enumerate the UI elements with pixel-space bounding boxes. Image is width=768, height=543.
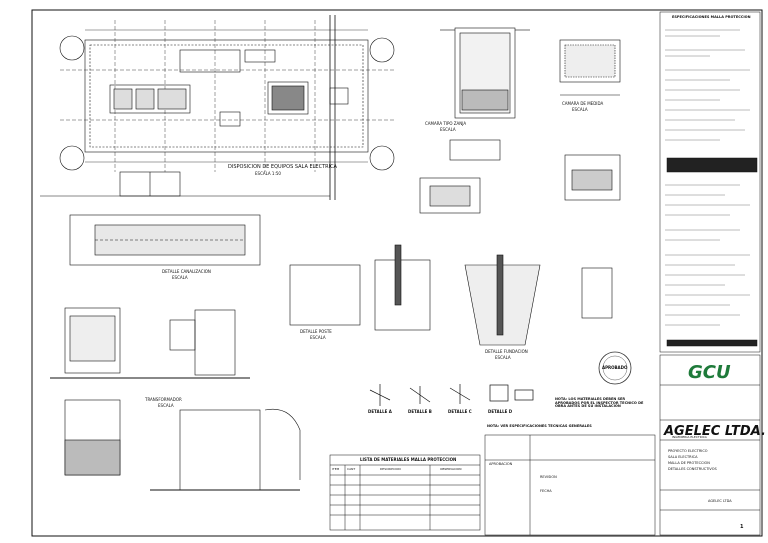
notes-block: NOTA: LOS MATERIALES DEBEN SER APROBADOS… bbox=[555, 397, 644, 408]
approval-stamp bbox=[598, 351, 632, 385]
elevation-sub: ESCALA bbox=[158, 403, 174, 408]
revision-label: REVISION bbox=[540, 475, 557, 479]
project-line-1: PROYECTO ELECTRICO bbox=[668, 449, 708, 453]
ground-box-sub: ESCALA bbox=[572, 107, 588, 112]
notes-grid bbox=[484, 434, 656, 536]
detail-a-label: DETALLE A bbox=[368, 409, 392, 414]
detail-c-label: DETALLE C bbox=[448, 409, 472, 414]
client-logo: GCU bbox=[688, 362, 731, 383]
ground-box-plan bbox=[559, 39, 621, 96]
pole-detail-label: DETALLE POSTE bbox=[300, 329, 332, 334]
company-sub: INGENIERIA ELECTRICA bbox=[672, 435, 707, 439]
cable-trench-sub: ESCALA bbox=[172, 275, 188, 280]
ground-box-label: CAMARA DE MEDIDA bbox=[562, 101, 604, 106]
pole-details bbox=[289, 244, 613, 346]
footing-sub: ESCALA bbox=[495, 355, 511, 360]
equipment-elevations bbox=[50, 307, 301, 491]
sheet-code: AGELEC LTDA bbox=[708, 499, 732, 503]
hardware-details bbox=[369, 384, 534, 406]
pit-section-sub: ESCALA bbox=[440, 127, 456, 132]
materials-header-obs: OBSERVACION bbox=[440, 467, 462, 471]
project-line-3: MALLA DE PROTECCION bbox=[668, 461, 710, 465]
date-label: FECHA bbox=[540, 489, 552, 493]
stamp-text: APROBADO bbox=[602, 365, 628, 370]
project-line-2: SALA ELECTRICA bbox=[668, 455, 698, 459]
main-floor-plan bbox=[40, 15, 395, 200]
notes-block-2: NOTA: VER ESPECIFICACIONES TECNICAS GENE… bbox=[487, 424, 592, 428]
note-lines bbox=[665, 29, 750, 326]
box-sections bbox=[419, 139, 621, 214]
approvals-label: APROBACION bbox=[489, 462, 513, 466]
title-block bbox=[659, 354, 761, 536]
pole-detail-sub: ESCALA bbox=[310, 335, 326, 340]
cable-trench-detail bbox=[69, 214, 261, 266]
cable-trench-label: DETALLE CANALIZACION bbox=[162, 269, 211, 274]
materials-header-item: ITEM bbox=[332, 467, 340, 471]
company-name: AGELEC LTDA. bbox=[664, 424, 766, 439]
sheet-number: 1 bbox=[740, 524, 744, 530]
elevation-label: TRANSFORMADOR bbox=[145, 397, 182, 402]
pit-section-label: CAMARA TIPO ZANJA bbox=[425, 121, 467, 126]
footing-label: DETALLE FUNDACION bbox=[485, 349, 528, 354]
materials-header-cant: CANT bbox=[347, 467, 356, 471]
spec-panel-title: ESPECIFICACIONES MALLA PROTECCION bbox=[672, 15, 751, 19]
pit-section bbox=[440, 27, 530, 119]
main-plan-scale: ESCALA 1:50 bbox=[255, 171, 281, 176]
spec-panel bbox=[659, 11, 761, 353]
main-plan-title: DISPOSICION DE EQUIPOS SALA ELECTRICA bbox=[228, 164, 337, 170]
materials-title: LISTA DE MATERIALES MALLA PROTECCION bbox=[360, 457, 457, 462]
project-line-4: DETALLES CONSTRUCTIVOS bbox=[668, 467, 717, 471]
materials-header-desc: DESCRIPCION bbox=[380, 467, 401, 471]
sheet-border bbox=[31, 9, 763, 537]
detail-b-label: DETALLE B bbox=[408, 409, 432, 414]
materials-table bbox=[329, 454, 481, 531]
detail-d-label: DETALLE D bbox=[488, 409, 513, 414]
